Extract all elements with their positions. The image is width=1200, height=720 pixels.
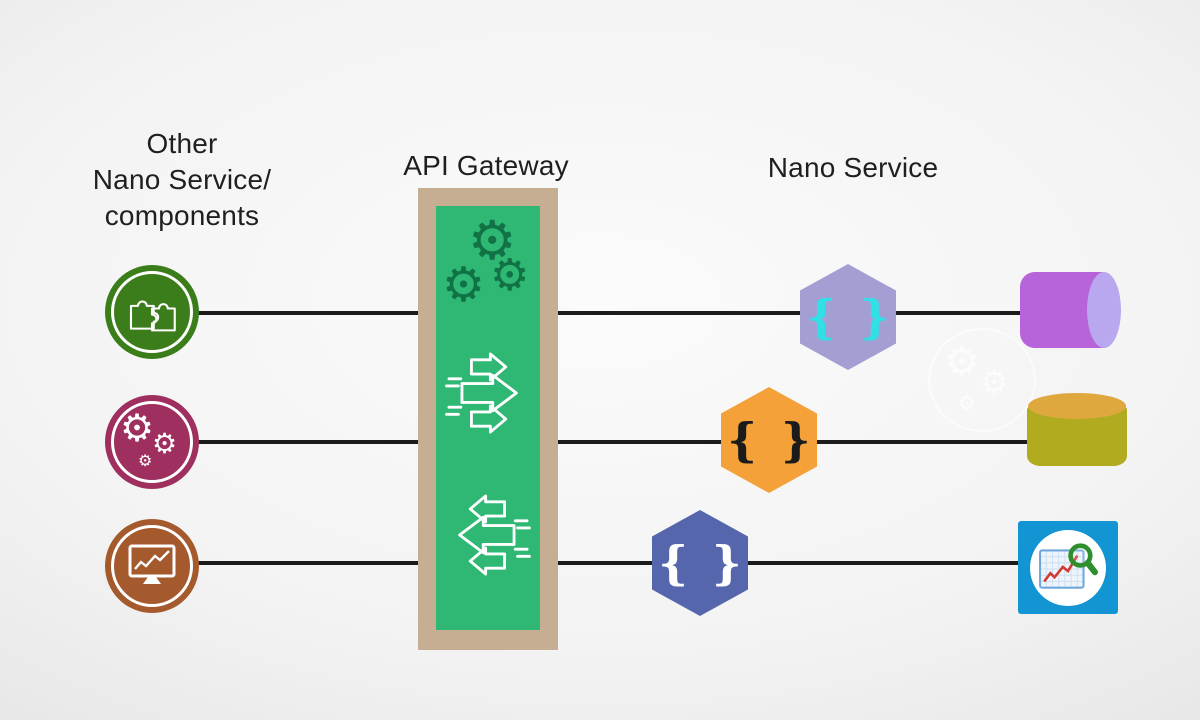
api-gateway-label: API Gateway — [403, 150, 569, 181]
nano-service-label: Nano Service — [767, 152, 939, 183]
arrows-right-icon — [445, 352, 518, 434]
gear-icon: ⚙ — [958, 393, 976, 415]
components-node-gears: ⚙ ⚙ ⚙ — [105, 395, 199, 489]
gear-icon: ⚙ — [944, 340, 980, 384]
nano-service-hexagon-middle: { } — [721, 387, 817, 493]
gateway-gears-icon: ⚙ ⚙ ⚙ — [442, 214, 534, 314]
circle-ring: ⚙ ⚙ ⚙ — [111, 401, 193, 483]
api-gateway-box: ⚙ ⚙ ⚙ — [418, 188, 558, 650]
gear-icon: ⚙ — [980, 364, 1009, 400]
code-braces: { } — [658, 536, 742, 590]
gear-icon: ⚙ — [138, 453, 153, 470]
gear-icon: ⚙ — [120, 408, 155, 450]
components-node-monitor — [105, 519, 199, 613]
connector-line-middle — [150, 440, 1045, 444]
connector-line-bottom — [150, 561, 1030, 565]
circle-ring — [111, 271, 193, 353]
cylinder-cap — [1087, 272, 1121, 348]
nano-service-hexagon-top: { } — [800, 264, 896, 370]
gear-icon: ⚙ — [152, 428, 178, 459]
gear-icon: ⚙ — [490, 251, 530, 300]
gear-icon: ⚙ — [468, 211, 517, 271]
components-node-puzzle — [105, 265, 199, 359]
analytics-tile — [1018, 521, 1118, 614]
code-braces: { } — [727, 413, 811, 467]
puzzle-icon — [129, 300, 176, 332]
database-cylinder-purple — [1020, 272, 1121, 348]
circle-ring — [111, 525, 193, 607]
arrows-left-icon — [458, 494, 531, 576]
nano-service-hexagon-bottom: { } — [652, 510, 748, 616]
other-components-label: Other Nano Service/ components — [92, 128, 272, 231]
chart-magnifier-icon — [1039, 542, 1098, 589]
database-cylinder-yellow — [1027, 393, 1127, 466]
monitor-chart-icon — [128, 544, 176, 584]
gear-icon: ⚙ — [442, 259, 486, 312]
gears-watermark-icon: ⚙ ⚙ ⚙ — [928, 328, 1036, 432]
api-gateway-panel: ⚙ ⚙ ⚙ — [436, 206, 540, 630]
code-braces: { } — [806, 290, 890, 344]
cylinder-cap — [1028, 393, 1126, 419]
analytics-disc — [1030, 529, 1106, 606]
connector-line-top — [150, 311, 1040, 315]
